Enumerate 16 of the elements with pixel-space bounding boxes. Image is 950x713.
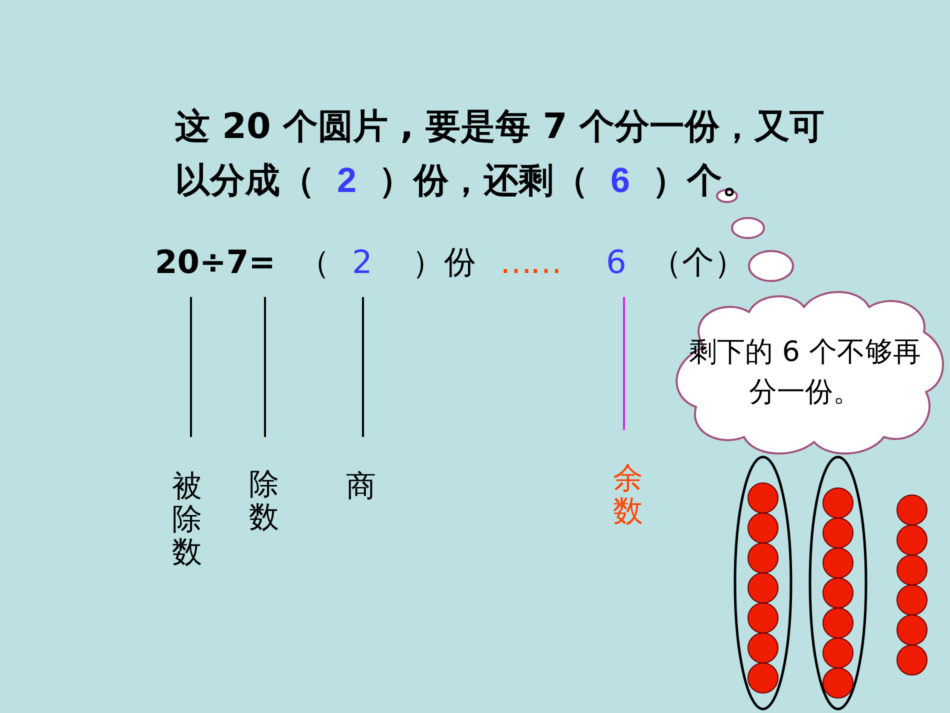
term-label: 余数 [613,462,643,528]
equation-part: 2 [352,242,372,283]
leader-line [623,297,625,430]
ellipsis-dots: …… [500,242,560,283]
term-label: 商 [346,470,376,503]
term-label: 被除数 [172,470,202,569]
leader-line [362,297,364,437]
leader-line [264,297,266,437]
term-label: 除数 [249,468,279,534]
equation-part: （个） [650,242,746,283]
equation-part: ）份 [412,242,476,283]
equation-part: （ [298,242,330,283]
thought-text: 剩下的 6 个不够再分一份。 [688,334,922,410]
equation-part: 6 [606,242,626,283]
equation-part: 20÷7= [155,242,276,283]
leader-line [190,297,192,437]
